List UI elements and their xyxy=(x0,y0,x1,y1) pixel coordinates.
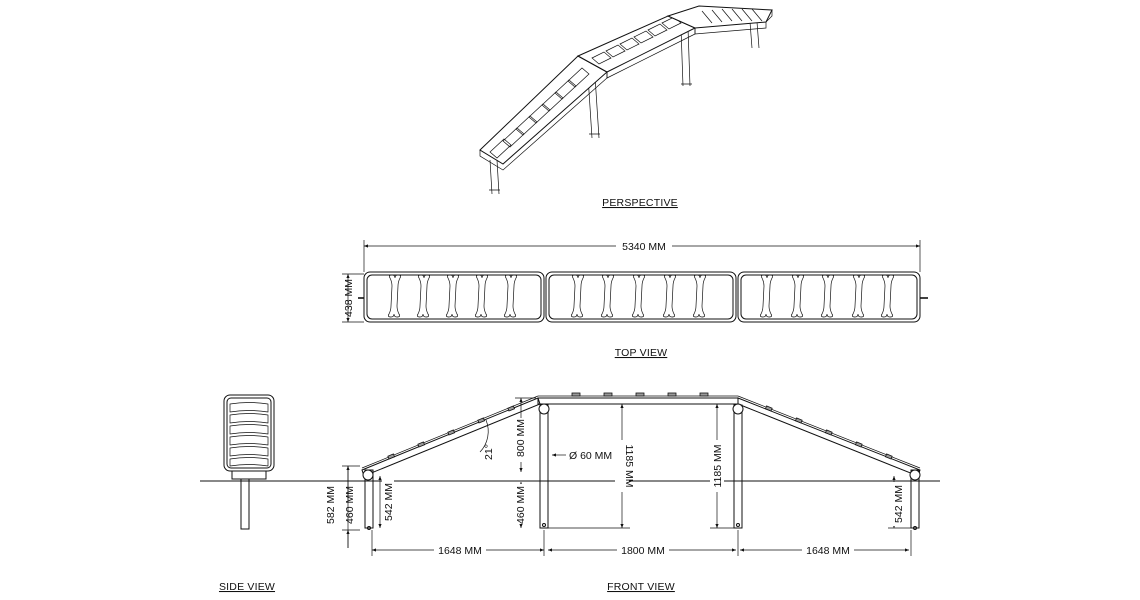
hinge-right-end xyxy=(909,469,921,481)
bone-slat xyxy=(445,274,460,318)
front-ramp-right xyxy=(737,397,921,477)
dim-total-length: 5340 MM xyxy=(622,241,666,253)
front-post-left xyxy=(539,404,549,529)
bone-slat xyxy=(820,274,835,318)
top-view: 5340 MM 438 MM xyxy=(342,240,928,323)
perspective-ramp-right xyxy=(666,5,773,29)
bone-slat xyxy=(416,274,431,318)
dim-angle: 21° xyxy=(483,444,495,460)
hinge-left-end xyxy=(362,469,374,481)
bone-slat xyxy=(692,274,707,318)
perspective-label: PERSPECTIVE xyxy=(602,197,678,209)
dim-post-height-right: 1185 MM xyxy=(712,445,724,488)
bone-slat xyxy=(474,274,489,318)
bone-slat xyxy=(759,274,774,318)
top-panel-middle xyxy=(545,271,737,323)
bone-slat xyxy=(662,274,677,318)
perspective-view xyxy=(479,5,773,195)
dim-middle-rise: 800 MM xyxy=(515,419,527,457)
bone-slat xyxy=(600,274,615,318)
bone-slat xyxy=(387,274,402,318)
top-view-label: TOP VIEW xyxy=(615,347,668,359)
hinge-left xyxy=(538,403,550,415)
top-panel-left xyxy=(363,271,545,323)
dim-right-end-height: 542 MM xyxy=(893,485,905,523)
dim-middle-length: 1800 MM xyxy=(621,545,665,557)
bone-slat xyxy=(880,274,895,318)
side-panel xyxy=(223,394,275,472)
dim-post-diameter: Ø 60 MM xyxy=(569,450,612,462)
dim-side-height: 582 MM xyxy=(325,486,337,524)
dim-left-end-height: 542 MM xyxy=(383,483,395,521)
bone-slat xyxy=(790,274,805,318)
bone-slat xyxy=(503,274,518,318)
dim-ground-460-left: 460 MM xyxy=(344,486,356,524)
perspective-leg-right xyxy=(749,21,760,49)
perspective-leg-left xyxy=(489,159,500,195)
side-view xyxy=(223,394,275,530)
dim-post-height-left: 1185 MM xyxy=(623,445,635,488)
dim-width: 438 MM xyxy=(343,279,355,317)
bone-slat xyxy=(570,274,585,318)
side-base xyxy=(231,470,267,480)
side-post xyxy=(240,478,250,530)
front-view: 582 MM 460 MM 542 MM 21° 800 MM 460 MM Ø… xyxy=(325,392,921,557)
perspective-ramp-left xyxy=(479,55,608,165)
front-view-label: FRONT VIEW xyxy=(607,581,675,593)
dim-right-length: 1648 MM xyxy=(806,545,850,557)
dim-left-length: 1648 MM xyxy=(438,545,482,557)
bone-slat xyxy=(851,274,866,318)
hinge-right xyxy=(732,403,744,415)
bone-slat xyxy=(631,274,646,318)
top-panel-right xyxy=(737,271,921,323)
front-ramp-middle xyxy=(537,397,739,405)
top-view-bone-slats xyxy=(387,274,895,318)
side-view-label: SIDE VIEW xyxy=(219,581,275,593)
front-post-right xyxy=(733,404,743,529)
dim-post-ground: 460 MM xyxy=(515,486,527,524)
